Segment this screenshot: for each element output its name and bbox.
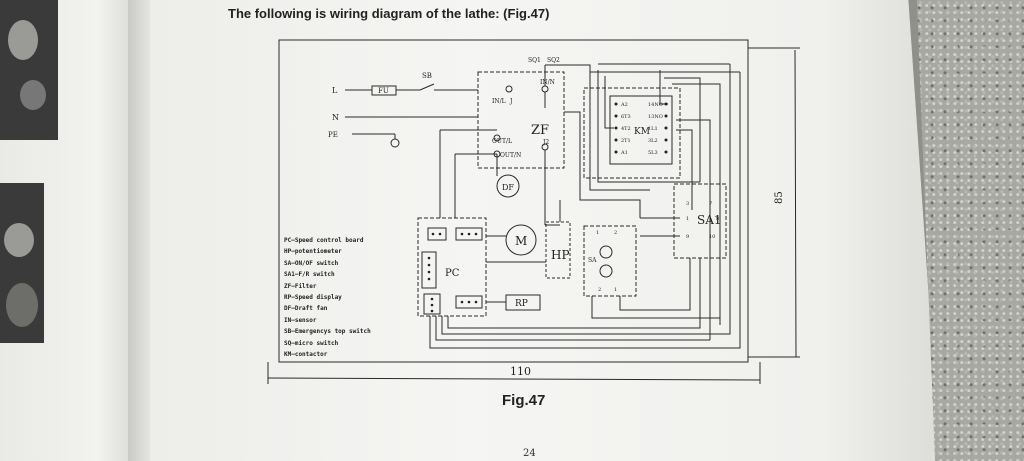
filter-j: J (509, 98, 513, 105)
height-dimension-line (794, 49, 797, 358)
filter-j2: J2 (542, 139, 549, 146)
sa1-terminal-1: 1 (686, 216, 689, 222)
terminal-l: L (332, 86, 338, 95)
earth-symbol (390, 138, 400, 148)
sa1-terminal-7: 7 (709, 201, 712, 207)
sa1-terminal-10: 10 (709, 234, 715, 240)
filter-in-l: IN/L (492, 98, 506, 105)
sa1-terminal-9: 9 (686, 234, 689, 240)
legend-item: HP—potentiometer (284, 248, 342, 256)
filter-box (477, 71, 565, 169)
km-terminal-a1: A1 (620, 150, 628, 156)
emergency-stop-label: SB (422, 72, 432, 80)
countertop-background (916, 0, 1024, 461)
draft-fan-circle (496, 174, 520, 198)
legend-item: SA1—F/R switch (284, 271, 335, 279)
sa-terminal-2: 2 (614, 230, 617, 236)
filter-in-n: IN/N (540, 79, 555, 86)
diagram-frame (278, 39, 749, 363)
fuse-label: FU (378, 87, 389, 95)
contactor-box (609, 95, 673, 165)
sensor-label: HP (551, 248, 570, 262)
motor-label: M (515, 234, 527, 248)
legend-item: SQ—micro switch (284, 339, 339, 347)
onoff-switch-box (583, 225, 637, 297)
terminal-pe: PE (328, 131, 338, 139)
left-page (0, 0, 140, 461)
legend-item: KM—contactor (284, 351, 328, 359)
legend-item: RP—Speed display (284, 294, 342, 302)
sa-terminal-1b: 1 (614, 287, 617, 293)
draft-fan-label: DF (502, 183, 514, 192)
sq2-label: SQ2 (547, 57, 560, 64)
km-terminal-6t3: 6T3 (621, 114, 631, 120)
km-terminal-a2: A2 (620, 102, 628, 108)
speed-display-label: RP (515, 299, 528, 309)
legend-item: DF—Draft fan (284, 305, 328, 313)
legend-item: IN—sensor (284, 316, 317, 324)
km-terminal-1l1: 1L1 (648, 126, 658, 132)
lathe-photo-top (0, 0, 58, 140)
km-terminal-13no: 13NO (648, 114, 663, 120)
km-terminal-14no: 14NO (648, 102, 663, 108)
sa-terminal-2b: 2 (598, 287, 601, 293)
terminal-n: N (332, 113, 339, 122)
speed-board-box (417, 217, 487, 317)
km-terminal-5l3: 5L3 (648, 150, 658, 156)
width-dimension-line (267, 377, 761, 381)
legend-item: PC—Speed control board (284, 237, 364, 244)
component-legend: PC—Speed control board HP—potentiometer … (284, 235, 371, 360)
km-terminal-2t1: 2T1 (621, 138, 631, 144)
figure-caption: Fig.47 (502, 392, 546, 409)
filter-out-n: OUT/N (500, 152, 521, 159)
filter-out-l: OUT/L (492, 138, 512, 145)
legend-item: SA—ON/OF switch (284, 259, 339, 267)
fr-switch-label: SA1 (697, 213, 722, 227)
height-dimension: 85 (774, 191, 785, 204)
legend-item: SB—Emergencys top switch (284, 328, 371, 336)
terminal-dots (427, 102, 668, 313)
km-terminal-3l2: 3L2 (648, 138, 658, 144)
motor-circle (505, 224, 537, 256)
sa-terminal-1: 1 (596, 230, 599, 236)
onoff-switch-label: SA (588, 257, 597, 264)
speed-display-box (505, 294, 541, 311)
filter-label: ZF (531, 123, 549, 138)
sa1-terminal-8: 8 (716, 216, 719, 222)
sq1-label: SQ1 (528, 57, 541, 64)
speed-board-label: PC (445, 268, 460, 279)
contactor-label: KM (634, 127, 650, 137)
legend-item: ZF—Filter (284, 282, 317, 290)
sensor-box (545, 221, 571, 279)
width-dimension: 110 (510, 365, 531, 378)
page-heading: The following is wiring diagram of the l… (228, 6, 550, 21)
page-number: 24 (523, 448, 536, 459)
lathe-photo-bottom (0, 183, 44, 343)
sa1-terminal-3: 3 (686, 201, 689, 207)
km-terminal-4t2: 4T2 (621, 126, 631, 132)
